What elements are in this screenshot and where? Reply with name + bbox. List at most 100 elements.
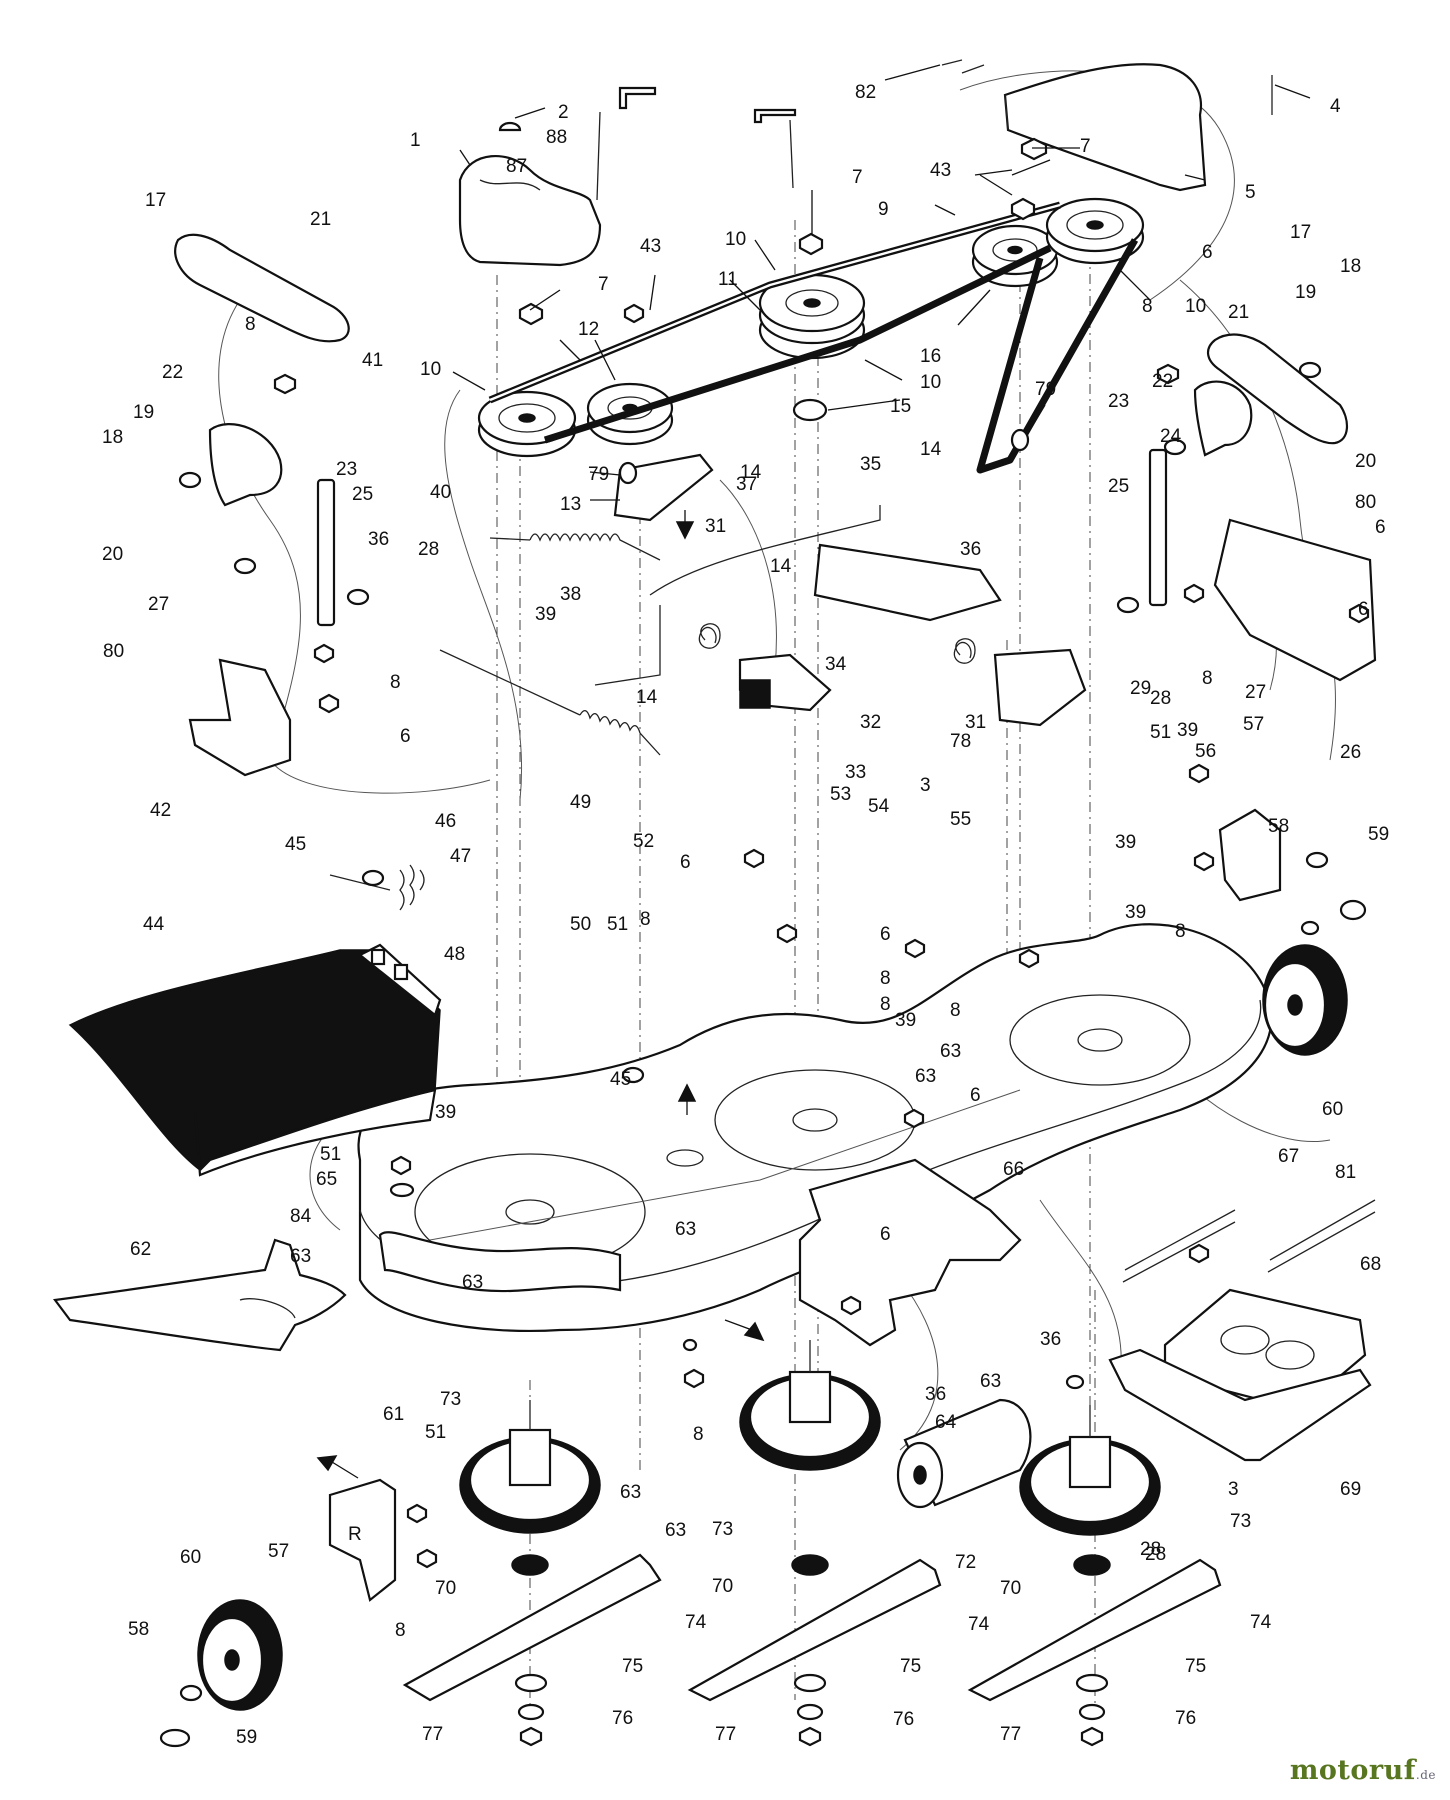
tension-rod (649, 505, 881, 596)
callout-35: 35 (860, 454, 881, 475)
blade-left (402, 1553, 662, 1702)
callout-50: 50 (570, 914, 591, 935)
spring-49 (439, 649, 661, 756)
callout-63: 63 (462, 1272, 483, 1293)
callout-80: 80 (1355, 492, 1376, 513)
front-bracket-left (188, 658, 292, 777)
callout-6: 6 (1202, 242, 1213, 263)
callout-27: 27 (148, 594, 169, 615)
callout-74: 74 (1250, 1612, 1272, 1633)
callout-46: 46 (435, 811, 456, 832)
spring-anchor (739, 679, 771, 709)
callout-63: 63 (915, 1066, 936, 1087)
callout-67: 67 (1278, 1146, 1299, 1167)
callout-20: 20 (1355, 451, 1376, 472)
callout-39: 39 (1115, 832, 1136, 853)
callout-7: 7 (1080, 136, 1091, 157)
deck-belt (488, 201, 1139, 474)
pulley-left (477, 390, 577, 458)
callout-47: 47 (450, 846, 471, 867)
callout-38: 38 (560, 584, 581, 605)
callout-73: 73 (712, 1519, 733, 1540)
callout-8: 8 (395, 1620, 406, 1641)
callout-82: 82 (855, 82, 876, 103)
callout-63: 63 (675, 1219, 696, 1240)
callout-27: 27 (1245, 682, 1266, 703)
blade-right (967, 1558, 1222, 1702)
callout-58: 58 (1268, 816, 1289, 837)
callout-16: 16 (920, 346, 941, 367)
callout-77: 77 (715, 1724, 736, 1745)
rear-bracket-right (1213, 518, 1377, 682)
callout-63: 63 (940, 1041, 961, 1062)
callout-14: 14 (920, 439, 942, 460)
callout-6: 6 (1358, 599, 1369, 620)
callout-labels: 1 2 4 5 6 6 6 6 6 6 6 6 7 7 7 8 8 8 8 8 … (102, 82, 1389, 1748)
callout-8: 8 (1142, 296, 1153, 317)
callout-77: 77 (1000, 1724, 1021, 1745)
callout-21: 21 (310, 209, 331, 230)
callout-17: 17 (145, 190, 166, 211)
callout-6: 6 (400, 726, 411, 747)
callout-1: 1 (410, 130, 421, 151)
callout-2: 2 (558, 102, 569, 123)
callout-6: 6 (880, 1224, 891, 1245)
callout-3: 3 (920, 775, 931, 796)
callout-64: 64 (935, 1412, 957, 1433)
callout-24: 24 (1160, 426, 1182, 447)
callout-26: 26 (1340, 742, 1361, 763)
callout-53: 53 (830, 784, 851, 805)
callout-leaders (452, 64, 1311, 501)
idler-bracket-right (993, 648, 1087, 727)
callout-8: 8 (640, 909, 651, 930)
callout-8: 8 (1202, 668, 1213, 689)
callout-57: 57 (268, 1541, 289, 1562)
spindle-assembly-center (739, 1340, 881, 1471)
callout-65: 65 (316, 1169, 337, 1190)
callout-39: 39 (535, 604, 556, 625)
callout-8: 8 (950, 1000, 961, 1021)
deck-support-frame (1108, 1348, 1372, 1462)
callout-34: 34 (825, 654, 847, 675)
callout-36: 36 (368, 529, 389, 550)
lift-rod-67 (1122, 1209, 1236, 1283)
callout-19: 19 (1295, 282, 1316, 303)
callout-13: 13 (560, 494, 581, 515)
callout-7: 7 (598, 274, 609, 295)
callout-12: 12 (578, 319, 599, 340)
callout-14: 14 (636, 687, 658, 708)
callout-32: 32 (860, 712, 881, 733)
callout-7: 7 (852, 167, 863, 188)
callout-29: 29 (1130, 678, 1151, 699)
callout-5: 5 (1245, 182, 1256, 203)
spindle-assembly-right (1019, 1405, 1161, 1536)
callout-28: 28 (1140, 1539, 1161, 1560)
direction-arrows (316, 510, 765, 1479)
callout-6: 6 (970, 1085, 981, 1106)
callout-76: 76 (1175, 1708, 1196, 1729)
callout-6: 6 (680, 852, 691, 873)
callout-21: 21 (1228, 302, 1249, 323)
callout-36: 36 (1040, 1329, 1061, 1350)
callout-39: 39 (435, 1102, 456, 1123)
idler-bracket-center (813, 543, 1002, 622)
callout-6: 6 (880, 924, 891, 945)
callout-18: 18 (1340, 256, 1361, 277)
callout-77: 77 (422, 1724, 443, 1745)
callout-37: 37 (736, 474, 757, 495)
callout-52: 52 (633, 831, 654, 852)
lift-link-right (1207, 333, 1348, 445)
callout-75: 75 (622, 1656, 643, 1677)
wheel-bracket-mark: R (348, 1524, 362, 1545)
callout-44: 44 (143, 914, 165, 935)
callout-36: 36 (960, 539, 981, 560)
callout-58: 58 (128, 1619, 149, 1640)
callout-79: 79 (588, 464, 609, 485)
callout-8: 8 (390, 672, 401, 693)
callout-51: 51 (425, 1422, 446, 1443)
callout-22: 22 (162, 362, 183, 383)
hanger-bracket-left (208, 423, 283, 507)
callout-74: 74 (968, 1614, 990, 1635)
callout-60: 60 (180, 1547, 201, 1568)
